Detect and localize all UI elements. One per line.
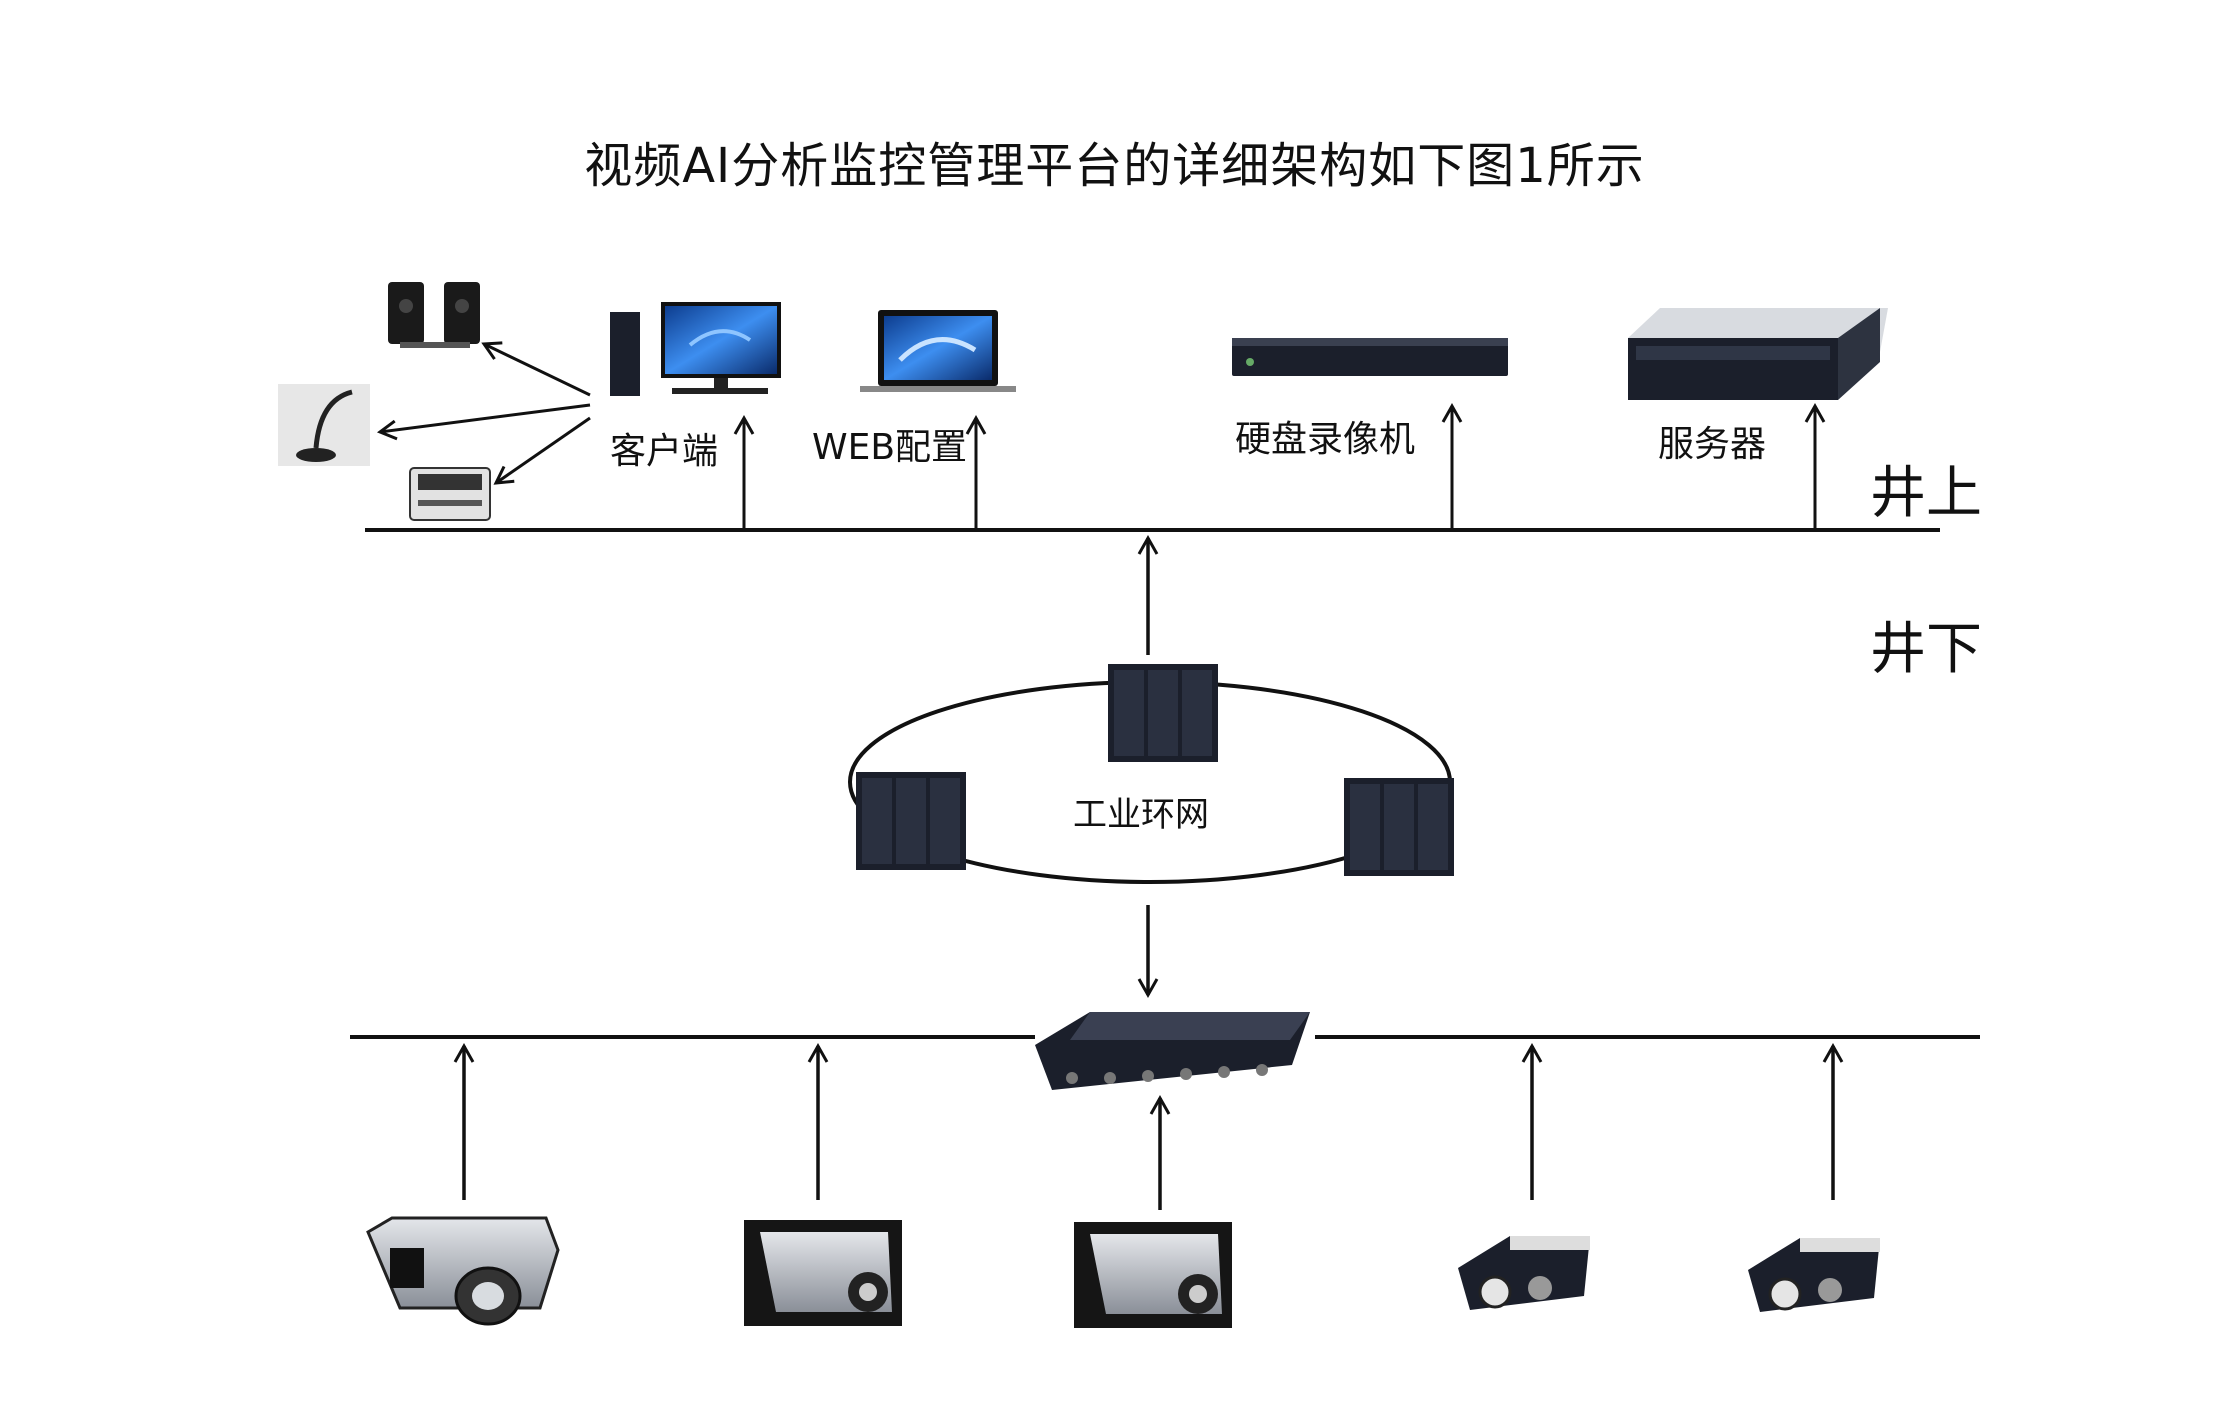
camera-icon (1458, 1236, 1590, 1310)
arrow-to-microphone (376, 403, 591, 441)
camera-icon (366, 1216, 560, 1326)
ring-switch-icon (1344, 778, 1454, 876)
laptop-icon (860, 310, 1016, 392)
nvr-label: 硬盘录像机 (1235, 419, 1416, 460)
camera-icon (744, 1220, 902, 1326)
desktop-computer-icon (610, 302, 781, 396)
network-switch-icon (1035, 1012, 1310, 1090)
nvr-icon (1232, 338, 1508, 376)
below-ground-label: 井下 (1870, 617, 1982, 682)
microphone-icon (278, 384, 370, 466)
above-ground-label: 井上 (1870, 461, 1982, 526)
arrow-to-printer (493, 416, 591, 485)
web-config-label: WEB配置 (812, 427, 968, 468)
server-label: 服务器 (1658, 424, 1767, 465)
arrow-to-speaker (481, 341, 591, 397)
page-title: 视频AI分析监控管理平台的详细架构如下图1所示 (584, 138, 1645, 194)
client-label: 客户端 (610, 431, 719, 472)
ring-network-label: 工业环网 (1073, 795, 1209, 835)
camera-icon (1748, 1238, 1880, 1312)
speaker-icon (388, 282, 480, 348)
server-icon (1628, 308, 1888, 400)
ring-switch-icon (856, 772, 966, 870)
printer-icon (409, 467, 491, 521)
camera-icon (1074, 1222, 1232, 1328)
ring-switch-icon (1108, 664, 1218, 762)
